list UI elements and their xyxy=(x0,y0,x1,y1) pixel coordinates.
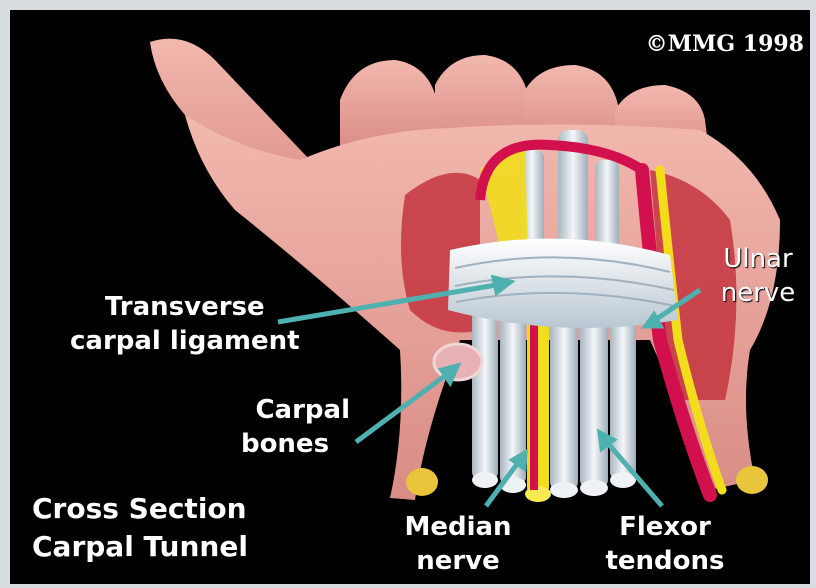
label-line: carpal ligament xyxy=(70,324,300,358)
label-transverse-carpal-ligament: Transverse carpal ligament xyxy=(70,290,300,358)
copyright-notice: ©MMG 1998 xyxy=(646,32,804,56)
label-line: nerve xyxy=(710,276,806,310)
label-line: Flexor xyxy=(595,510,735,544)
label-carpal-bones: Carpal bones xyxy=(220,393,350,461)
left-bone-end xyxy=(406,468,438,496)
title-line: Cross Section xyxy=(32,490,248,528)
title-cross-section: Cross Section Carpal Tunnel xyxy=(32,490,248,566)
label-flexor-tendons: Flexor tendons xyxy=(595,510,735,578)
label-line: nerve xyxy=(383,544,533,578)
right-bone-end xyxy=(736,466,768,494)
label-line: bones xyxy=(220,427,350,461)
label-line: Median xyxy=(383,510,533,544)
title-line: Carpal Tunnel xyxy=(32,528,248,566)
label-line: Ulnar xyxy=(710,242,806,276)
median-artery xyxy=(530,315,538,490)
label-line: Carpal xyxy=(220,393,350,427)
label-line: tendons xyxy=(595,544,735,578)
label-ulnar-nerve: Ulnar nerve xyxy=(710,242,806,310)
label-line: Transverse xyxy=(70,290,300,324)
carpal-bone-cut xyxy=(434,344,482,380)
illustration-frame: ©MMG 1998 Transverse carpal ligament Car… xyxy=(10,10,810,584)
label-median-nerve: Median nerve xyxy=(383,510,533,578)
